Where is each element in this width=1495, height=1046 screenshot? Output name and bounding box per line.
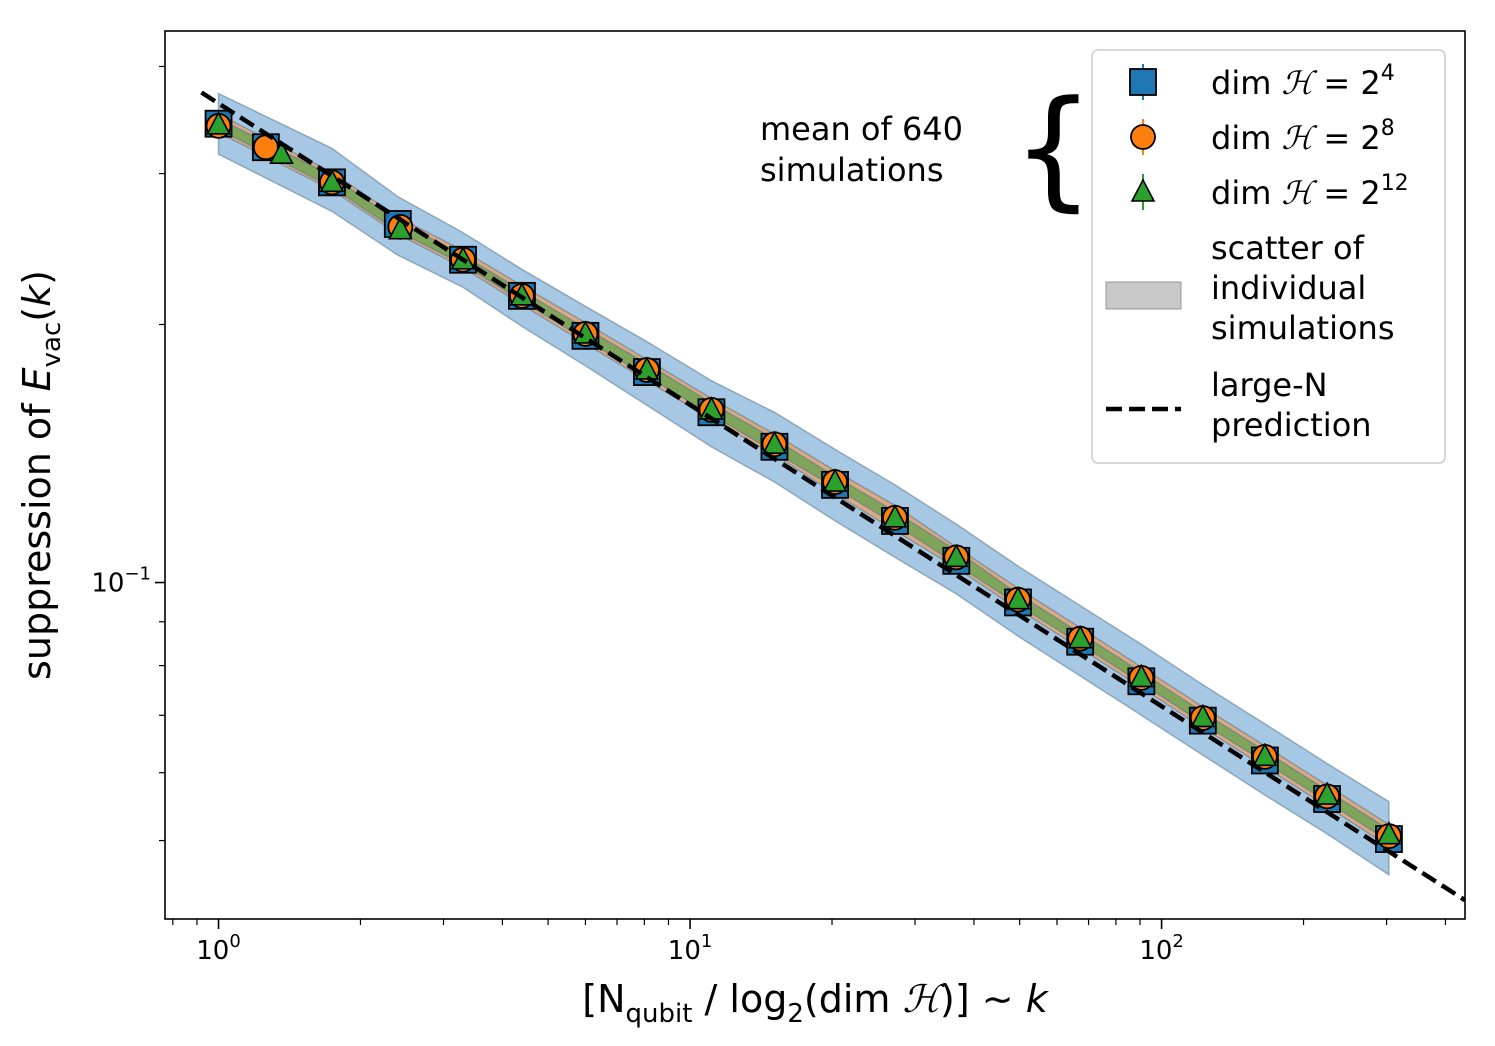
data-point <box>882 504 908 528</box>
legend-box <box>1091 49 1446 464</box>
legend-prediction-label: large-N <box>1211 366 1328 404</box>
legend-band-swatch <box>1105 281 1182 310</box>
data-point <box>388 215 413 240</box>
data-point <box>1252 742 1278 767</box>
data-point <box>269 140 294 165</box>
legend-label: dim ℋ = 212 <box>1211 171 1409 212</box>
plot-area <box>200 90 1465 903</box>
legend-marker <box>1130 124 1156 150</box>
y-axis-label: suppression of Evac(k) <box>15 270 67 680</box>
legend-marker <box>1129 68 1157 96</box>
data-point <box>943 543 969 568</box>
prediction-line <box>200 90 1465 903</box>
annotation-text: mean of 640 <box>760 110 963 148</box>
axes-frame <box>164 30 1466 920</box>
data-point <box>1067 624 1093 649</box>
legend: dim ℋ = 24 dim ℋ = 28 dim ℋ = 212 scatter o… <box>1091 49 1446 464</box>
data-point <box>1190 703 1216 728</box>
x-tick-label: 100 <box>196 931 241 966</box>
data-point <box>1005 585 1031 610</box>
annotation-text: simulations <box>760 151 943 189</box>
legend-label: dim ℋ = 28 <box>1211 116 1395 157</box>
data-point <box>1129 663 1154 688</box>
data-point <box>206 111 231 135</box>
legend-band-label: individual <box>1211 269 1366 307</box>
data-point <box>762 430 787 455</box>
x-axis-label: [Nqubit / log2(dim ℋ)] ∼ k <box>582 977 1049 1029</box>
legend-band-label: simulations <box>1211 309 1394 347</box>
data-point <box>822 468 848 492</box>
legend-label: dim ℋ = 24 <box>1211 61 1395 102</box>
legend-marker <box>1130 178 1156 202</box>
series-triangle <box>206 111 1402 845</box>
annotation-brace: { <box>1012 72 1095 224</box>
x-tick-label: 102 <box>1139 931 1184 966</box>
data-point <box>1314 781 1340 805</box>
axes: 100 101 102 10−1 [Nqubit / log2(dim ℋ)] ∼ k s… <box>15 30 1466 1029</box>
x-tick-label: 101 <box>668 931 713 966</box>
legend-band-label: scatter of <box>1211 229 1365 267</box>
legend-prediction-label: prediction <box>1211 406 1372 444</box>
y-tick-label: 10−1 <box>91 564 151 599</box>
data-point <box>1376 820 1402 845</box>
